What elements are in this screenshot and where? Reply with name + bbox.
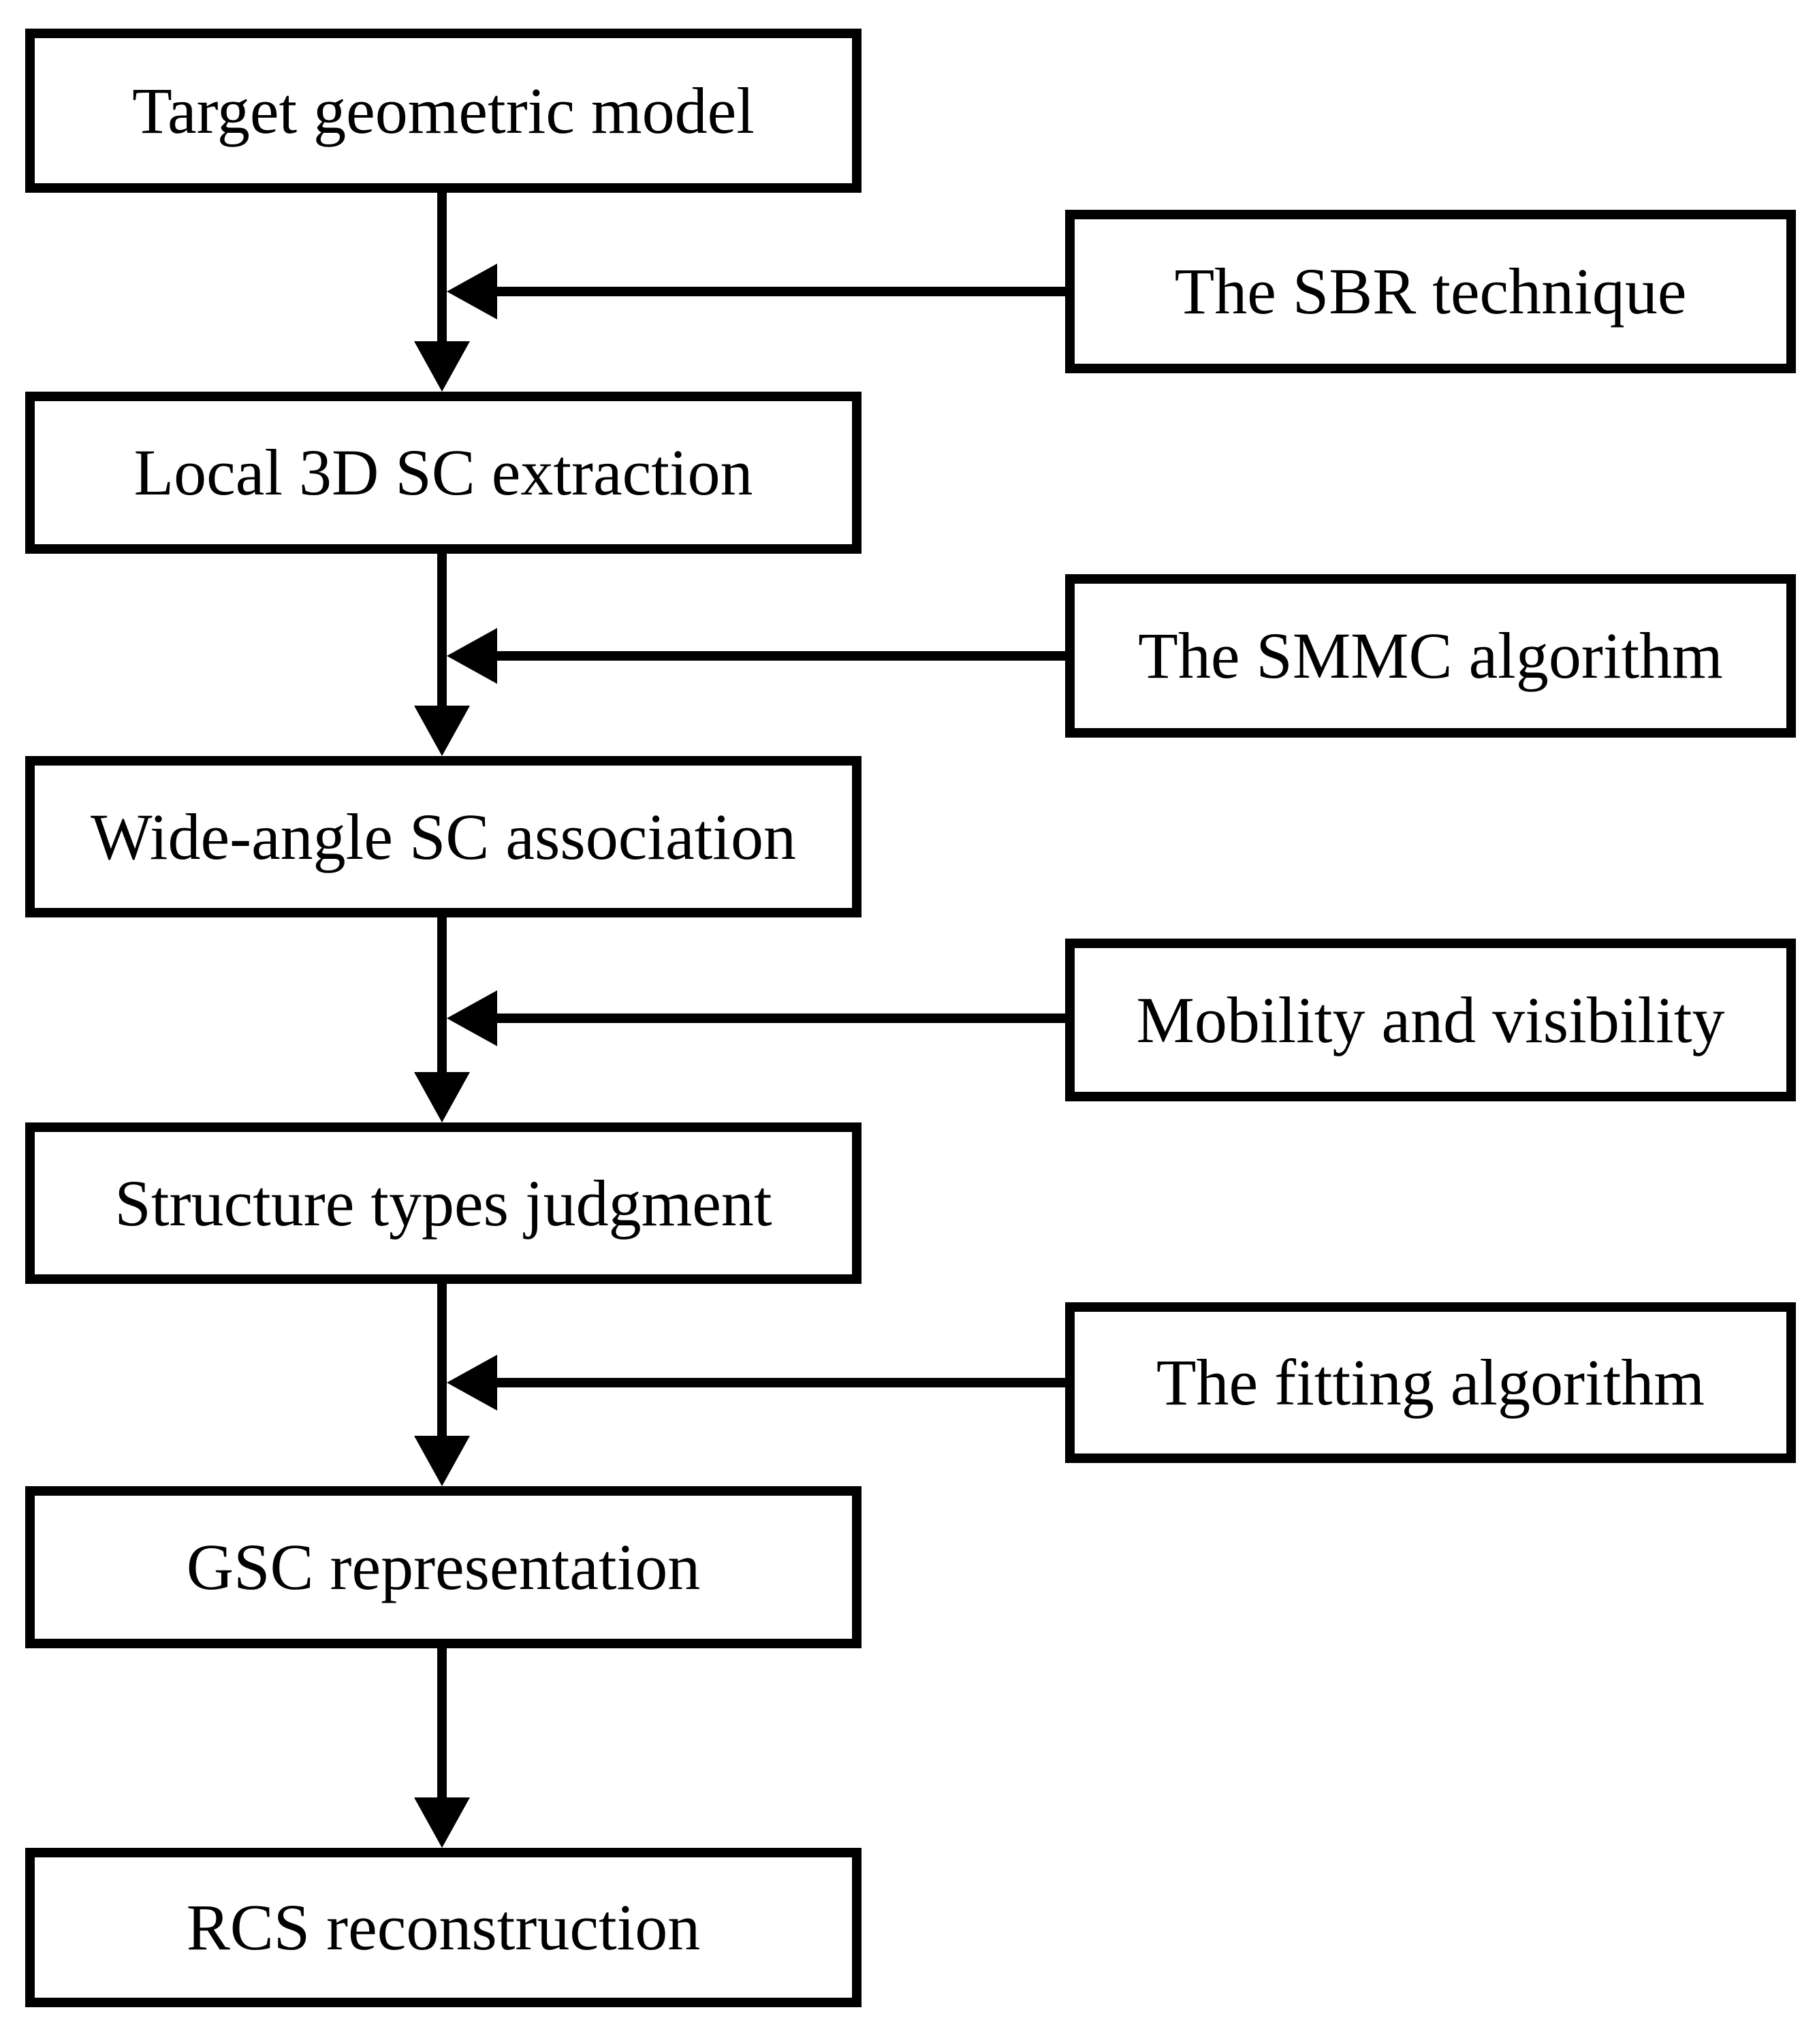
flow-step-local-3d-sc-extraction: Local 3D SC extraction xyxy=(25,392,862,554)
connector-line-3 xyxy=(437,917,447,1072)
left-arrowhead-1 xyxy=(447,264,497,319)
side-input-label: Mobility and visibility xyxy=(1136,983,1725,1056)
flow-step-structure-types-judgment: Structure types judgment xyxy=(25,1122,862,1284)
side-connector-line-4 xyxy=(494,1378,1065,1387)
flow-step-label: Local 3D SC extraction xyxy=(133,436,753,509)
flow-step-target-geometric-model: Target geometric model xyxy=(25,29,862,193)
side-connector-line-3 xyxy=(494,1013,1065,1023)
connector-line-4 xyxy=(437,1284,447,1436)
side-connector-line-1 xyxy=(494,287,1065,296)
down-arrowhead-4 xyxy=(414,1436,470,1486)
side-input-label: The fitting algorithm xyxy=(1156,1346,1705,1419)
flow-step-rcs-reconstruction: RCS reconstruction xyxy=(25,1848,862,2007)
down-arrowhead-3 xyxy=(414,1072,470,1122)
left-arrowhead-4 xyxy=(447,1355,497,1411)
left-arrowhead-2 xyxy=(447,628,497,684)
flow-step-label: Structure types judgment xyxy=(114,1166,772,1240)
connector-line-1 xyxy=(437,193,447,341)
side-input-label: The SBR technique xyxy=(1174,255,1687,328)
flow-step-label: Target geometric model xyxy=(132,74,755,147)
flow-step-label: GSC representation xyxy=(186,1530,701,1604)
side-input-smmc-algorithm: The SMMC algorithm xyxy=(1065,574,1796,738)
down-arrowhead-5 xyxy=(414,1797,470,1848)
flow-step-gsc-representation: GSC representation xyxy=(25,1486,862,1648)
down-arrowhead-2 xyxy=(414,706,470,756)
side-connector-line-2 xyxy=(494,651,1065,661)
left-arrowhead-3 xyxy=(447,990,497,1046)
flow-step-label: RCS reconstruction xyxy=(186,1891,701,1964)
flow-step-wide-angle-sc-association: Wide-angle SC association xyxy=(25,756,862,917)
connector-line-5 xyxy=(437,1648,447,1797)
side-input-fitting-algorithm: The fitting algorithm xyxy=(1065,1302,1796,1463)
side-input-mobility-and-visibility: Mobility and visibility xyxy=(1065,939,1796,1101)
connector-line-2 xyxy=(437,554,447,706)
flow-step-label: Wide-angle SC association xyxy=(91,800,796,873)
side-input-sbr-technique: The SBR technique xyxy=(1065,210,1796,373)
side-input-label: The SMMC algorithm xyxy=(1138,619,1723,693)
down-arrowhead-1 xyxy=(414,341,470,392)
